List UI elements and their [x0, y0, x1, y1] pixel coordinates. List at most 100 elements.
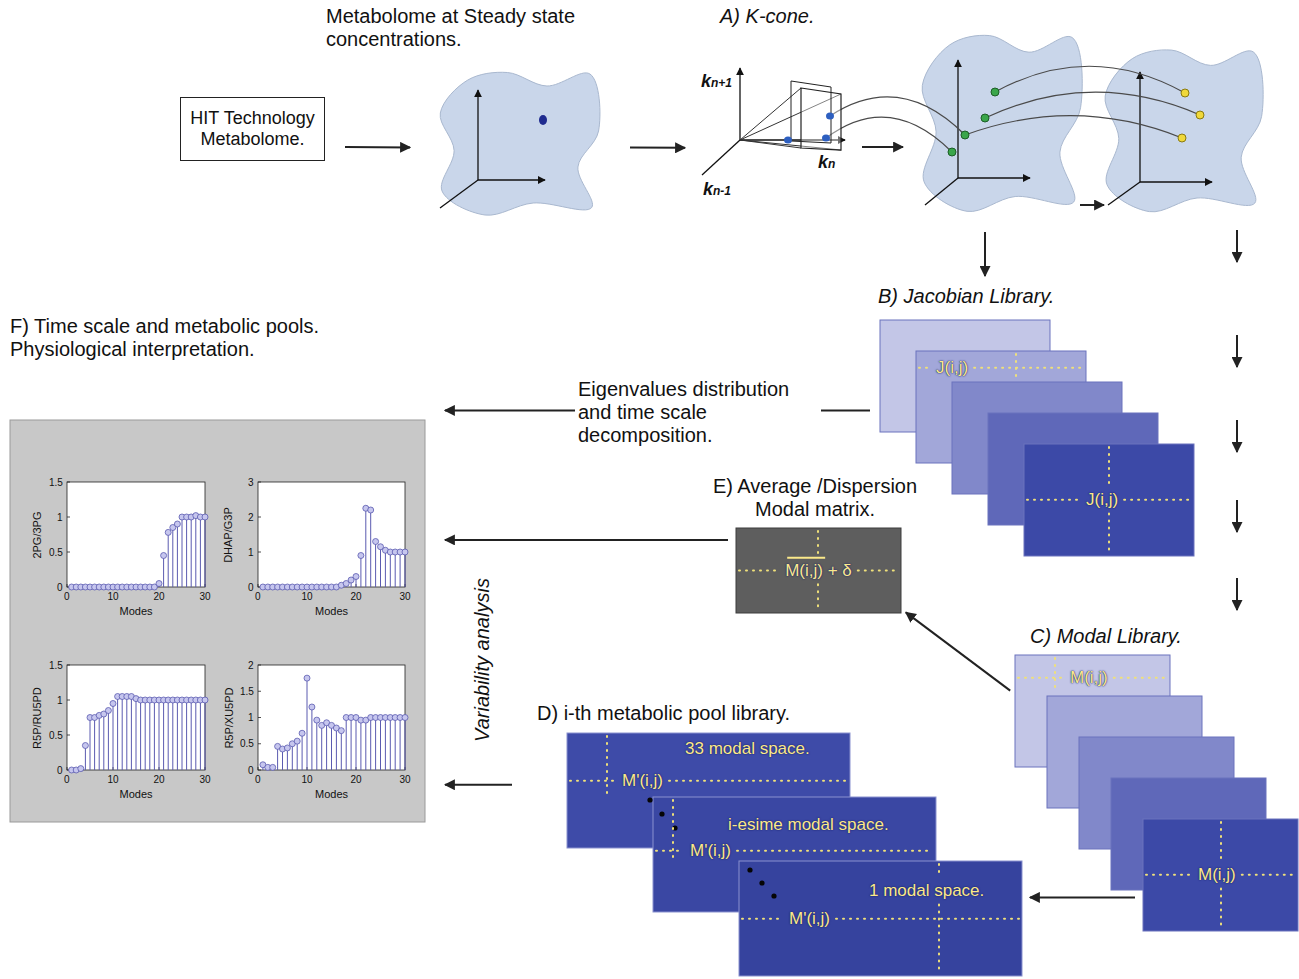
- edge-label: Eigenvalues distribution and time scale …: [575, 378, 821, 447]
- stem: [380, 718, 381, 771]
- state-point: [948, 148, 956, 156]
- jacobian-matrix: J(i,j): [916, 351, 1086, 463]
- tick-label: 1: [248, 547, 254, 558]
- tick-mark: [258, 584, 259, 587]
- modal-space: 1 modal space.M'(i,j): [739, 861, 1022, 976]
- tick-label: 10: [108, 774, 119, 785]
- stem-marker: [353, 574, 359, 580]
- stem: [336, 728, 337, 770]
- mapping-curve: [965, 116, 1182, 138]
- tick-mark: [258, 691, 261, 692]
- dotted-guide: [1054, 658, 1056, 693]
- parameter-point: [784, 137, 792, 144]
- average-matrix: [736, 528, 901, 613]
- dotted-guide: [737, 850, 933, 852]
- stem: [375, 542, 376, 588]
- tick-label: 30: [400, 774, 411, 785]
- stem: [370, 718, 371, 771]
- stem: [172, 528, 173, 588]
- node-heading: Metabolome at Steady state concentration…: [326, 5, 646, 51]
- tick-mark: [258, 717, 261, 718]
- stem: [205, 517, 206, 587]
- stem: [122, 697, 123, 771]
- dotted-guide: [1015, 354, 1017, 379]
- flow-arrow: [862, 146, 903, 148]
- tick-mark: [258, 517, 261, 518]
- tick-mark: [258, 665, 261, 666]
- cone-edge: [740, 88, 801, 140]
- pool-dot: [659, 811, 664, 816]
- dotted-guide: [570, 780, 616, 782]
- axis-line: [957, 60, 958, 178]
- axis-line: [958, 177, 1030, 178]
- stem-marker: [202, 697, 208, 703]
- tick-label: 20: [351, 774, 362, 785]
- stem: [200, 700, 201, 770]
- stem: [126, 697, 127, 771]
- stem-marker: [402, 549, 408, 555]
- stem: [99, 715, 100, 770]
- flow-arrow: [1236, 420, 1238, 452]
- state-space-blob: [440, 72, 600, 215]
- stem-marker: [368, 507, 374, 513]
- state-point: [1196, 111, 1204, 119]
- dotted-guide: [817, 584, 819, 610]
- dotted-guide: [1108, 514, 1110, 553]
- flow-arrow: [1030, 896, 1135, 898]
- stem: [191, 700, 192, 770]
- stem: [182, 700, 183, 770]
- flow-arrow: [345, 146, 410, 148]
- state-point: [539, 115, 547, 125]
- pool-dot: [747, 867, 752, 872]
- parameter-point: [822, 135, 830, 142]
- stem: [94, 718, 95, 771]
- stem-marker: [78, 766, 84, 772]
- cone-face: [791, 81, 831, 143]
- stem: [360, 720, 361, 770]
- stem: [140, 700, 141, 770]
- stem: [163, 556, 164, 588]
- stem-marker: [165, 529, 171, 535]
- flow-arrow: [1080, 204, 1104, 206]
- tick-label: 0: [57, 765, 63, 776]
- stem-marker: [174, 521, 180, 527]
- tick-label: 0.5: [49, 547, 63, 558]
- axis-line: [702, 140, 740, 175]
- stem: [400, 718, 401, 771]
- stem: [292, 744, 293, 770]
- stem: [172, 700, 173, 770]
- state-point: [1178, 134, 1186, 142]
- axis-line: [478, 179, 545, 180]
- stem-marker: [202, 514, 208, 520]
- stem: [331, 725, 332, 770]
- stem: [90, 718, 91, 771]
- axis-title: Modes: [315, 788, 348, 800]
- matrix-label: 33 modal space.: [685, 739, 810, 759]
- stem-marker: [110, 701, 116, 707]
- node-shape: [1010, 620, 1299, 960]
- tick-label: 20: [154, 774, 165, 785]
- stem: [131, 697, 132, 771]
- flow-arrow: [445, 784, 512, 786]
- matrix-label: M'(i,j): [789, 909, 830, 929]
- matrix-label: J(i,j): [1086, 490, 1118, 510]
- node-heading: E) Average /Dispersion Modal matrix.: [700, 475, 930, 521]
- tick-mark: [67, 517, 70, 518]
- axis-label: kn+1: [701, 72, 732, 92]
- matrix-sheet: [1143, 819, 1298, 931]
- jacobian-matrix: J(i,j): [1024, 444, 1194, 556]
- dotted-guide: [1220, 889, 1222, 928]
- matrix-label: J(i,j): [936, 358, 968, 378]
- tick-label: 2: [248, 512, 254, 523]
- stem-marker: [402, 715, 408, 721]
- node-shape: [430, 68, 602, 218]
- cone-face: [801, 88, 841, 150]
- tick-label: 0: [248, 582, 254, 593]
- stem: [395, 718, 396, 771]
- dotted-guide: [606, 736, 608, 795]
- stem-marker: [82, 743, 88, 749]
- results-ground: [10, 420, 425, 822]
- stem: [395, 552, 396, 587]
- tick-mark: [258, 770, 261, 771]
- tick-label: 0: [64, 774, 70, 785]
